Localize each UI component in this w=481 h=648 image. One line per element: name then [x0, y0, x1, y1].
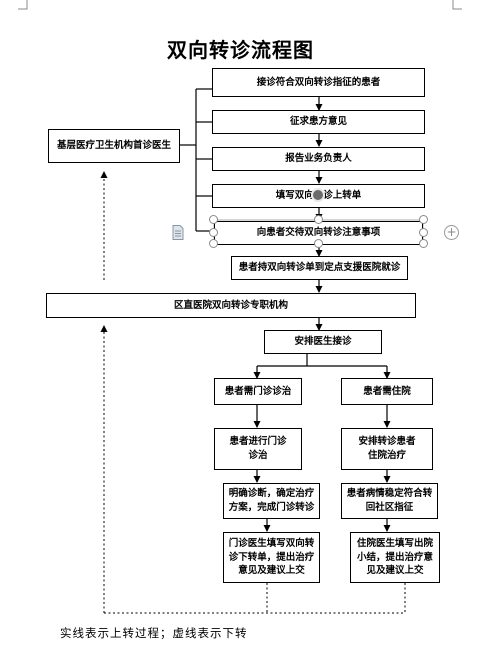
grassroots-doctor-box: 基层医疗卫生机构首诊医生 [48, 129, 180, 163]
step-inpatient-treatment: 安排转诊患者住院治疗 [341, 428, 433, 470]
step-outpatient-treatment: 患者进行门诊诊治 [214, 428, 302, 470]
legend-caption: 实线表示上转过程；虚线表示下转 [60, 626, 248, 640]
district-hospital-box: 区直医院双向转诊专职机构 [46, 293, 416, 318]
step-outpatient-needed: 患者需门诊诊治 [214, 378, 302, 405]
step-confirm-diagnosis: 明确诊断，确定治疗方案，完成门诊转诊 [223, 483, 320, 519]
step-patient-visit-hospital: 患者持双向转诊单到定点支援医院就诊 [231, 256, 408, 280]
step-receive-patient: 接诊符合双向转诊指征的患者 [212, 68, 425, 97]
resize-handle-top-middle[interactable] [314, 215, 323, 224]
resize-handle-middle-left[interactable] [209, 228, 218, 237]
resize-handle-top-right[interactable] [419, 215, 428, 224]
crop-mark-right [452, 0, 462, 10]
resize-handle-top-left[interactable] [209, 215, 218, 224]
add-element-plus-icon[interactable]: + [444, 225, 459, 240]
diagram-title: 双向转诊流程图 [167, 38, 314, 62]
step-inpatient-doctor-summary: 住院医生填写出院小结，提出治疗意见及建议上交 [350, 532, 440, 583]
resize-handle-bottom-left[interactable] [209, 239, 218, 248]
step-report-supervisor: 报告业务负责人 [212, 147, 425, 171]
step-outpatient-doctor-form: 门诊医生填写双向转诊下转单，提出治疗意见及建议上交 [223, 532, 320, 583]
rotate-handle-icon[interactable] [311, 188, 325, 202]
step-condition-stable: 患者病情稳定符合转回社区指征 [341, 483, 438, 519]
resize-handle-bottom-middle[interactable] [314, 239, 323, 248]
layout-options-icon[interactable] [172, 225, 184, 240]
resize-handle-bottom-right[interactable] [419, 239, 428, 248]
crop-mark-left [18, 0, 28, 10]
resize-handle-middle-right[interactable] [419, 228, 428, 237]
step-inpatient-needed: 患者需住院 [341, 378, 433, 405]
step-arrange-doctor: 安排医生接诊 [264, 330, 382, 354]
step-consult-patient: 征求患方意见 [212, 110, 425, 134]
